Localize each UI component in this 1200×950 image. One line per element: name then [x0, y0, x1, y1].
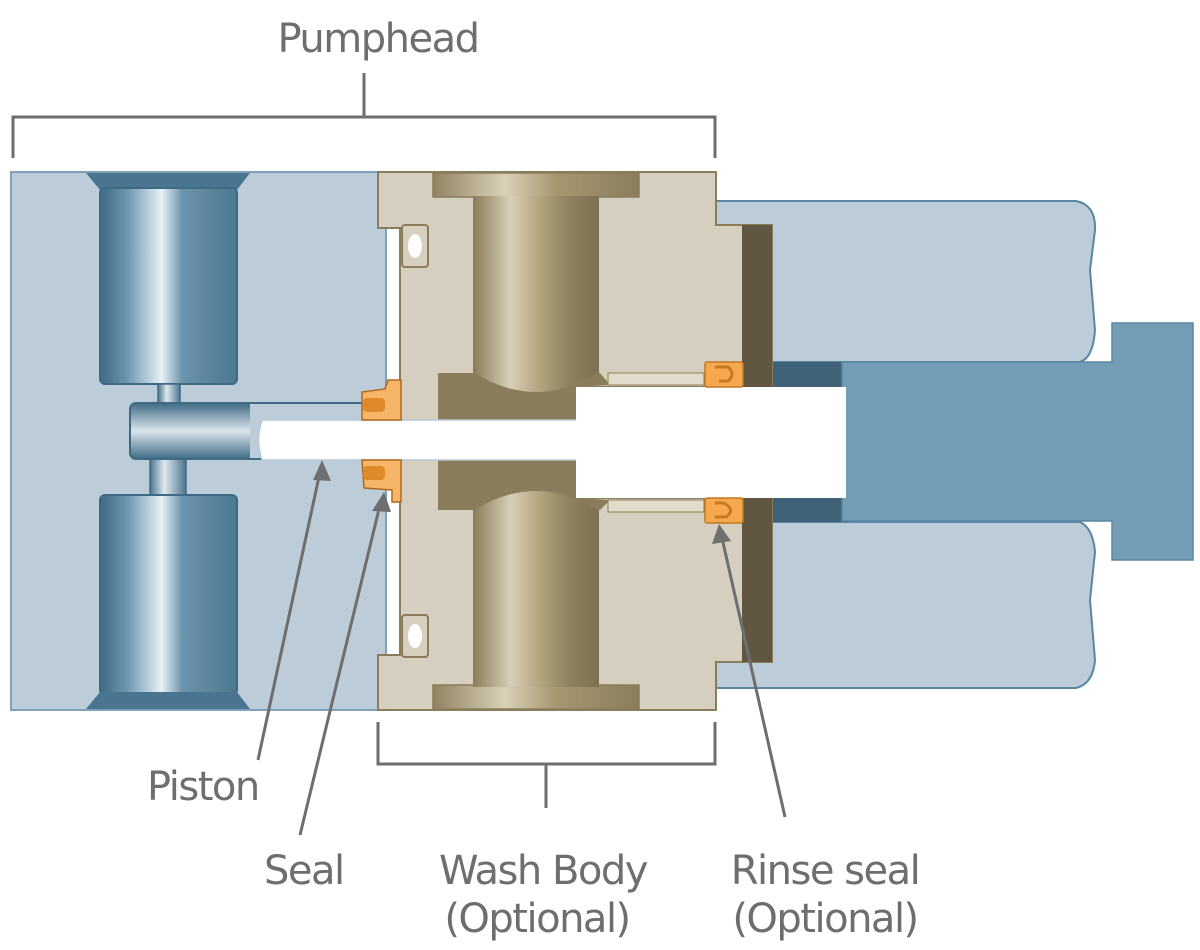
- pumphead-right-block: [715, 200, 1097, 689]
- wash-body-optional-label: (Optional): [444, 896, 629, 942]
- rinse-seal-leader: [712, 524, 787, 818]
- lower-check-valve: [86, 454, 250, 709]
- seal-leader: [298, 492, 391, 836]
- wash-body-bracket: [376, 722, 717, 808]
- rinse-seal-optional-label: (Optional): [732, 896, 917, 942]
- seal: [361, 379, 402, 503]
- wash-body-label: Wash Body: [439, 848, 648, 894]
- piston-leader: [256, 460, 331, 761]
- seal-label: Seal: [264, 848, 344, 894]
- piston-label: Piston: [147, 764, 259, 810]
- piston-rod: [129, 402, 263, 460]
- piston-drive: [841, 322, 1194, 561]
- rinse-seal: [704, 361, 744, 524]
- pumphead-label: Pumphead: [278, 16, 479, 62]
- rinse-seal-label: Rinse seal: [731, 848, 920, 894]
- pumphead-bracket: [11, 73, 717, 158]
